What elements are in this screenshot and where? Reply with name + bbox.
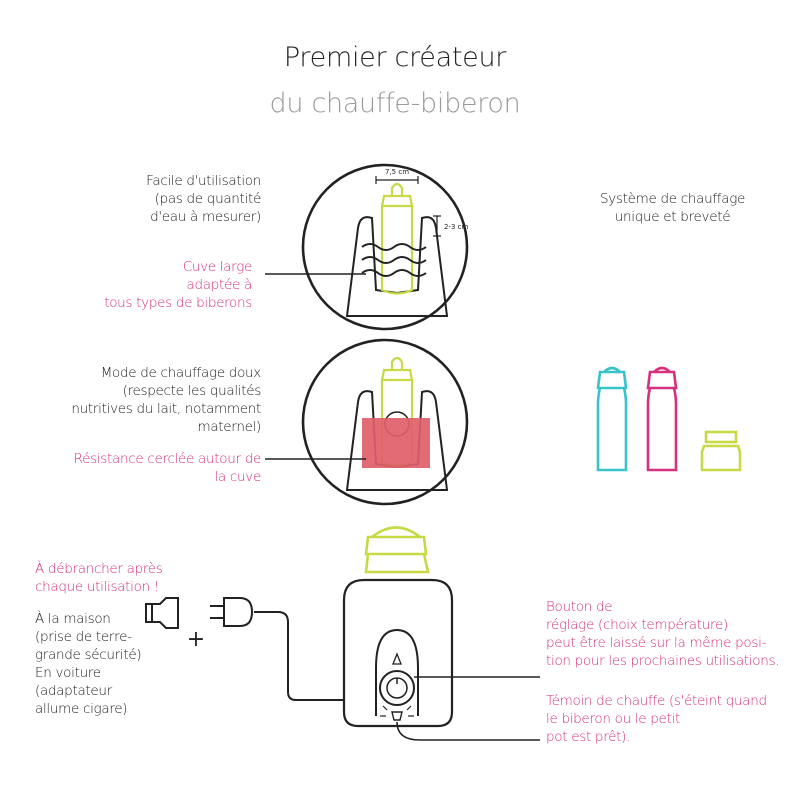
indicator-light-icon [391, 711, 403, 721]
title-line-2: du chauffe-biberon [269, 88, 521, 119]
power-cable [254, 611, 344, 701]
height-dimension [433, 215, 441, 237]
heating-resistance [362, 418, 430, 468]
baby-food-jar-icon [700, 430, 742, 472]
gentle-mode-label: Mode de chauffage doux (respecte les qua… [71, 365, 261, 435]
ease-of-use-label: Facile d'utilisation (pas de quantité d'… [146, 173, 261, 225]
power-options-label: À la maison (prise de terre- grande sécu… [35, 611, 142, 717]
width-dimension [375, 176, 419, 184]
water-waves [361, 243, 427, 277]
unplug-warning: À débrancher après chaque utilisation ! [35, 561, 163, 595]
wide-tank-label: Cuve large adaptée à tous types de biber… [104, 259, 252, 311]
resistance-diagram [265, 338, 469, 506]
plus-sign: + [187, 627, 205, 652]
width-dimension-label: 7,5 cm [385, 168, 409, 176]
indicator-label: Témoin de chauffe (s'éteint quand le bib… [546, 693, 767, 745]
bottle-warmer-device [145, 526, 540, 741]
resistance-label: Résistance cerclée autour de la cuve [73, 451, 262, 485]
baby-bottle-icon [380, 182, 414, 295]
title-line-1: Premier créateur [283, 42, 507, 73]
car-adapter-icon [145, 597, 179, 629]
baby-bottle-icon [364, 526, 430, 574]
temperature-knob [379, 670, 415, 706]
wide-tank-diagram [265, 163, 469, 331]
teal-bottle-icon [596, 366, 628, 472]
heating-system-label: Système de chauffage unique et breveté [599, 191, 746, 225]
height-dimension-label: 2-3 cm [444, 223, 469, 231]
knob-label: Bouton de réglage (choix température) pe… [546, 599, 780, 669]
magenta-bottle-icon [646, 366, 678, 472]
wall-plug-icon [210, 597, 254, 627]
